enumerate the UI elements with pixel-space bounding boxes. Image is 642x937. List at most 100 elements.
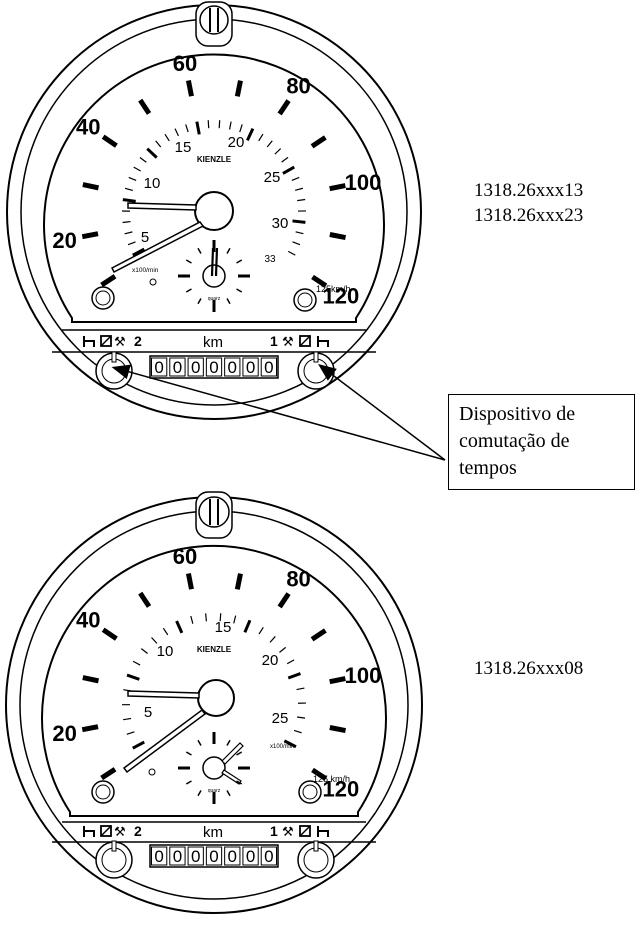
odometer-cell <box>169 846 186 866</box>
rpm-tick <box>293 729 302 734</box>
indicator-lamp <box>148 768 156 776</box>
quartz-label: quarz <box>208 296 221 302</box>
speed-label: 120 <box>323 777 360 802</box>
odometer-digit: 0 <box>228 358 237 377</box>
rpm-tick <box>174 128 179 137</box>
rpm-label: 15 <box>175 139 192 156</box>
svg-text:⚒: ⚒ <box>282 335 294 350</box>
rpm-minor-ticks <box>121 120 307 257</box>
speed-tick <box>311 274 328 288</box>
clock-tick <box>236 751 243 756</box>
speed-label: 20 <box>52 228 76 253</box>
clock-tick <box>185 288 192 293</box>
speed-label: 100 <box>345 170 382 195</box>
odometer-digit: 0 <box>264 847 273 866</box>
callout-line: Dispositivo de <box>459 403 576 425</box>
odometer-digit: 0 <box>191 847 200 866</box>
rpm-tick <box>243 619 252 633</box>
odometer-cell <box>242 357 259 377</box>
odometer-digit: 0 <box>154 358 163 377</box>
rpm-tick <box>287 672 301 680</box>
odometer-cell <box>260 846 278 866</box>
speed-label: 120 <box>323 284 360 309</box>
rpm-label: 15 <box>215 619 232 636</box>
driver2-symbols: ⚒ 2 <box>83 823 142 840</box>
rpm-tick <box>295 187 304 191</box>
rpm-tick <box>266 140 273 148</box>
needle-hub <box>194 191 234 231</box>
odometer-digit: 0 <box>191 358 200 377</box>
svg-text:⚒: ⚒ <box>114 825 126 840</box>
rpm-tick <box>296 687 305 691</box>
odometer-cell <box>205 357 223 377</box>
rpm-tick <box>128 176 137 182</box>
rpm-tick <box>258 133 264 142</box>
odometer-cell <box>151 846 168 866</box>
selector-knob-driver1[interactable] <box>297 840 335 879</box>
model-number: 1318.26xxx08 <box>474 658 584 679</box>
speed-label: 60 <box>173 544 197 569</box>
rpm-tick <box>279 646 287 653</box>
driver2-label: 2 <box>134 333 142 349</box>
speed-tick <box>310 628 327 642</box>
rpm-tick <box>258 627 264 635</box>
rpm-tick <box>246 127 255 142</box>
speed-tick <box>277 592 291 609</box>
top-knob <box>195 491 233 539</box>
dial-screw-left <box>91 780 115 804</box>
brand-label: KIENZLE <box>197 155 232 164</box>
rpm-tick <box>274 148 282 155</box>
odometer-cell <box>205 846 223 866</box>
speed-major-ticks <box>81 79 347 288</box>
rpm-tick <box>233 615 237 624</box>
speed-needle <box>127 202 197 211</box>
odometer-digit: 0 <box>264 358 273 377</box>
rpm-label: 10 <box>157 643 174 660</box>
rpm-needle <box>110 221 205 274</box>
speed-tick <box>329 725 347 734</box>
speed-major-ticks <box>81 572 347 781</box>
clock-tick <box>236 259 243 264</box>
clock-tick <box>226 790 231 797</box>
speed-label: 60 <box>173 51 197 76</box>
rpm-tick <box>132 660 141 666</box>
speed-tick <box>234 573 243 590</box>
driver1-symbols: 1 ⚒ <box>270 823 329 840</box>
odometer-cell <box>187 357 204 377</box>
odometer-cell <box>169 357 186 377</box>
speed-tick <box>234 80 243 97</box>
quartz-clock <box>178 240 250 312</box>
rpm-tick <box>291 176 300 181</box>
driver1-symbols: 1 ⚒ <box>270 333 329 350</box>
speed-tick <box>329 232 347 241</box>
rpm-tick <box>297 716 306 719</box>
clock-tick <box>185 780 192 785</box>
speed-tick <box>329 676 346 685</box>
odometer-digit: 0 <box>209 847 218 866</box>
rpm-tick <box>229 121 232 130</box>
clock-tick <box>226 247 231 254</box>
rpm-label: 25 <box>264 169 281 186</box>
rpm-tick <box>269 636 276 643</box>
speed-tick <box>311 767 328 781</box>
driver2-label: 2 <box>134 823 142 839</box>
selector-knob-driver1[interactable] <box>297 351 335 390</box>
rpm-minor-ticks <box>121 613 306 750</box>
rpm-tick <box>219 613 222 622</box>
speed-tick <box>138 98 152 115</box>
rpm-tick <box>162 627 169 636</box>
speed-label: 100 <box>345 663 382 688</box>
rpm-label: 5 <box>141 229 149 246</box>
rpm-tick <box>185 124 189 133</box>
speed-label: 40 <box>76 115 100 140</box>
selector-knob-driver2[interactable] <box>95 840 133 879</box>
odometer-digit: 0 <box>228 847 237 866</box>
rpm-label: 5 <box>144 704 152 721</box>
rpm-tick <box>126 731 135 735</box>
dial-screw-right <box>293 288 317 312</box>
